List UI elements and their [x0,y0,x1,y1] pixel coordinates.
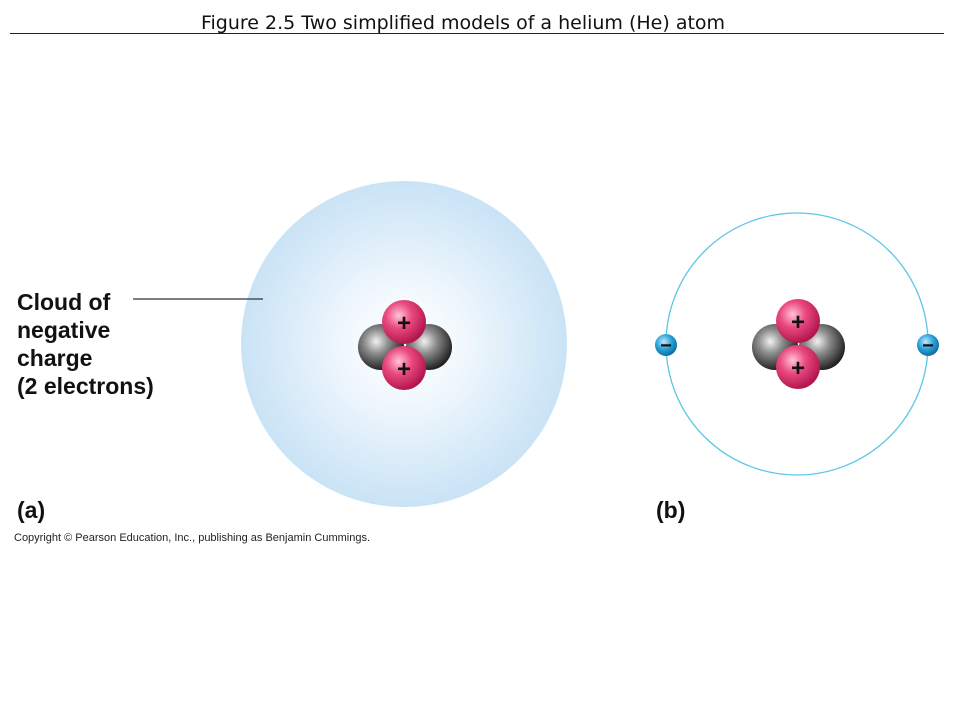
title-rule [10,33,944,34]
proton [776,299,820,343]
proton-charge: + [791,309,805,336]
electron-left: − [655,334,677,357]
proton [382,300,426,344]
nucleus-b: + + [752,299,845,389]
proton-charge: + [791,355,805,382]
proton [776,345,820,389]
panel-label-a: (a) [17,497,46,523]
cloud-label: Cloud of negative charge (2 electrons) [17,289,154,399]
electron [655,334,677,356]
electron-charge: − [922,335,934,357]
nucleus-a: + + [358,300,452,390]
proton-charge: + [397,356,411,383]
proton [382,346,426,390]
figure-title: Figure 2.5 Two simplified models of a he… [200,12,726,34]
electron-right: − [917,334,939,357]
copyright-notice: Copyright © Pearson Education, Inc., pub… [14,532,371,544]
proton-charge: + [397,310,411,337]
panel-label-b: (b) [656,497,686,523]
electron [917,334,939,356]
electron-charge: − [660,335,672,357]
